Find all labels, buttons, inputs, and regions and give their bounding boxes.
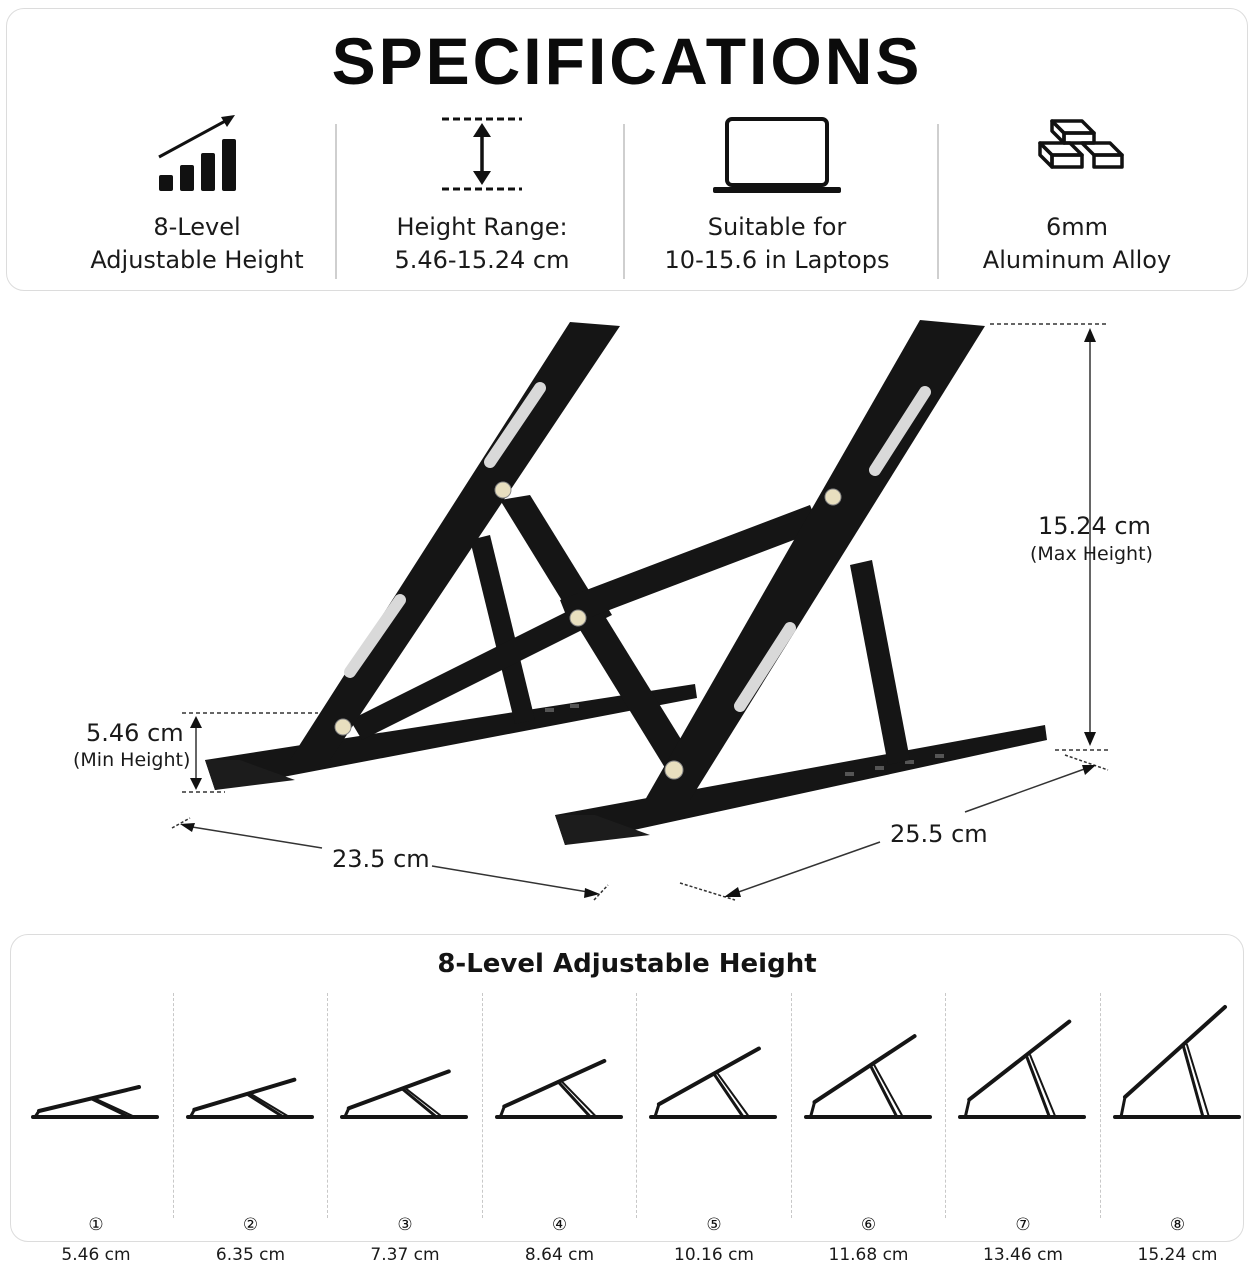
level-divider — [791, 993, 792, 1218]
left-support-leg — [470, 535, 535, 724]
spec-line-2: Adjustable Height — [47, 244, 347, 277]
level-height-label: 5.46 cm — [19, 1245, 173, 1265]
level-divider — [173, 993, 174, 1218]
level-number-badge: ④ — [548, 1213, 572, 1237]
level-height-label: 13.46 cm — [946, 1245, 1100, 1265]
level-divider — [945, 993, 946, 1218]
level-stand-icon — [483, 987, 633, 1137]
spec-line-1: Suitable for — [627, 211, 927, 244]
level-number-badge: ⑥ — [857, 1213, 881, 1237]
spec-laptop-size: Suitable for 10-15.6 in Laptops — [627, 109, 927, 284]
min-height-label: 5.46 cm — [86, 719, 184, 747]
spec-line-2: Aluminum Alloy — [927, 244, 1227, 277]
spec-line-1: 6mm — [927, 211, 1227, 244]
level-number-badge: ① — [84, 1213, 108, 1237]
level-height-label: 10.16 cm — [637, 1245, 791, 1265]
depth-label: 25.5 cm — [890, 820, 988, 848]
height-range-arrow-icon — [432, 109, 532, 199]
spec-line-2: 10-15.6 in Laptops — [627, 244, 927, 277]
level-stand-icon — [1101, 987, 1251, 1137]
spec-line-2: 5.46-15.24 cm — [337, 244, 627, 277]
max-height-label: 15.24 cm — [1038, 512, 1151, 540]
level-divider — [636, 993, 637, 1218]
levels-title: 8-Level Adjustable Height — [11, 949, 1243, 979]
bar-chart-up-icon — [147, 109, 247, 199]
level-divider — [1100, 993, 1101, 1218]
level-height-label: 11.68 cm — [792, 1245, 946, 1265]
page-title: SPECIFICATIONS — [7, 23, 1247, 99]
laptop-stand-illustration — [0, 300, 1254, 920]
level-stand-icon — [946, 987, 1096, 1137]
level-stand-icon — [174, 987, 324, 1137]
left-main-arm — [290, 322, 620, 760]
spec-height-range: Height Range: 5.46-15.24 cm — [337, 109, 627, 284]
level-stand-icon — [792, 987, 942, 1137]
metal-bars-icon — [1022, 109, 1132, 199]
level-divider — [482, 993, 483, 1218]
level-stand-icon — [637, 987, 787, 1137]
max-height-note: (Max Height) — [1030, 543, 1153, 565]
level-height-label: 8.64 cm — [483, 1245, 637, 1265]
level-number-badge: ③ — [393, 1213, 417, 1237]
level-number-badge: ⑦ — [1011, 1213, 1035, 1237]
spec-adjustable-height: 8-Level Adjustable Height — [47, 109, 347, 284]
level-height-label: 6.35 cm — [174, 1245, 328, 1265]
level-height-label: 15.24 cm — [1101, 1245, 1254, 1265]
spec-line-1: Height Range: — [337, 211, 627, 244]
divider — [623, 124, 625, 279]
level-divider — [327, 993, 328, 1218]
level-stand-icon — [19, 987, 169, 1137]
specifications-panel: SPECIFICATIONS 8-Level Adjustable Height… — [6, 8, 1248, 291]
spec-line-1: 8-Level — [47, 211, 347, 244]
width-label: 23.5 cm — [332, 845, 430, 873]
spec-material: 6mm Aluminum Alloy — [927, 109, 1227, 284]
level-number-badge: ⑧ — [1166, 1213, 1190, 1237]
level-stand-icon — [328, 987, 478, 1137]
right-support-leg — [850, 560, 910, 765]
level-height-label: 7.37 cm — [328, 1245, 482, 1265]
min-height-note: (Min Height) — [73, 749, 190, 771]
level-number-badge: ② — [239, 1213, 263, 1237]
laptop-icon — [707, 109, 847, 199]
level-number-badge: ⑤ — [702, 1213, 726, 1237]
